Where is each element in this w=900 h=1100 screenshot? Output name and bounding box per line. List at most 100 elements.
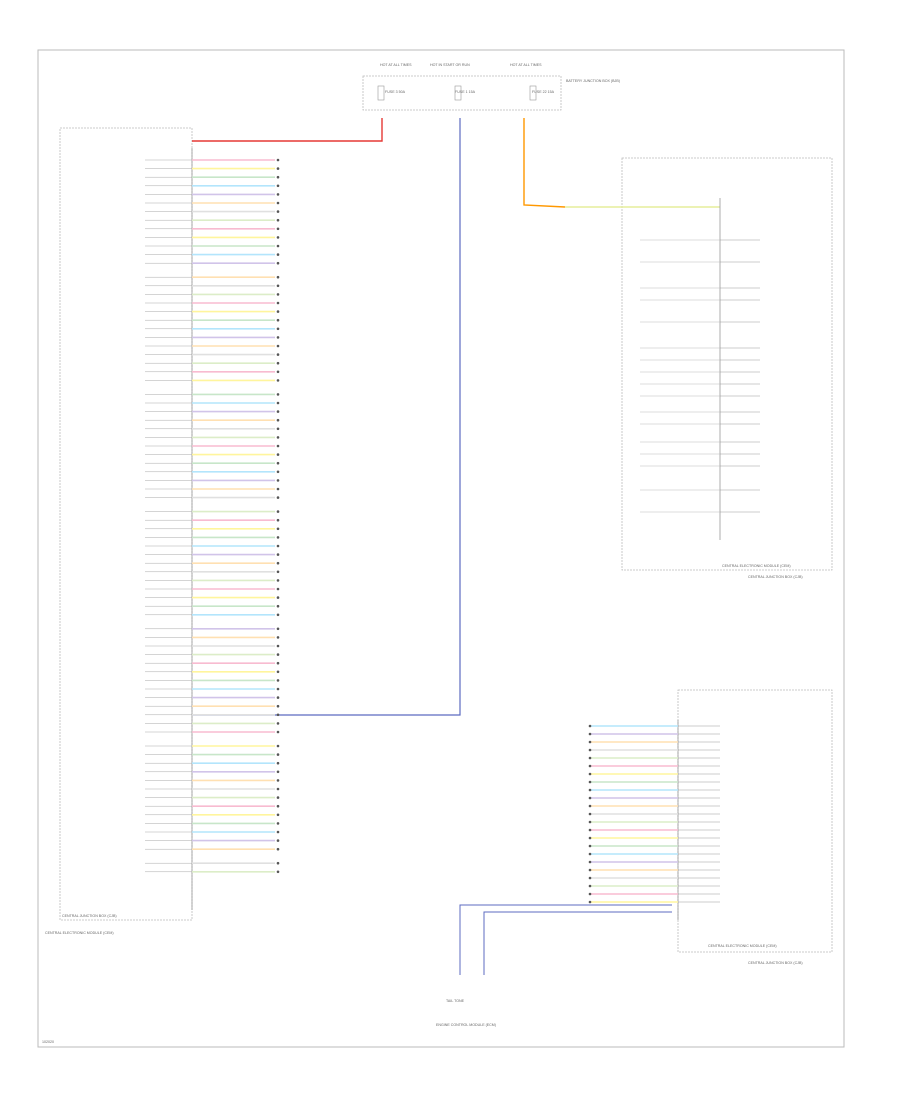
left-pin-terminal [276, 244, 280, 248]
left-pin-terminal [276, 870, 280, 874]
right-lower-terminal [588, 748, 592, 752]
right-lower-terminal [588, 764, 592, 768]
orange-feed-wire [523, 118, 566, 208]
left-pin-terminal [276, 158, 280, 162]
left-pin-terminal [276, 167, 280, 170]
left-pin-terminal [276, 653, 280, 656]
left-pin-terminal [276, 787, 280, 791]
right-lower-terminal [588, 740, 592, 744]
left-pin-terminal [276, 696, 280, 699]
right-lower-terminal [588, 884, 592, 888]
left-pin-terminal [276, 461, 280, 465]
blue-ignition-wire [192, 118, 461, 716]
left-wire-group [145, 158, 280, 874]
right-upper-title: CENTRAL ELECTRONIC MODULE (CEM) [722, 564, 791, 568]
right-lower-terminal [588, 900, 592, 904]
left-pin-terminal [276, 236, 280, 239]
fuse-1-label: FUSE 3 50A [385, 90, 406, 94]
left-pin-terminal [276, 401, 280, 405]
fuse-box-title: BATTERY JUNCTION BOX (BJB) [566, 79, 620, 83]
fuse-header-3: HOT AT ALL TIMES [510, 63, 542, 67]
right-lower-terminal [588, 844, 592, 848]
left-pin-terminal [276, 201, 280, 205]
left-pin-terminal [276, 479, 280, 482]
right-lower-title: CENTRAL ELECTRONIC MODULE (CEM) [708, 944, 777, 948]
left-pin-terminal [276, 370, 280, 374]
left-pin-terminal [276, 518, 280, 522]
right-lower-terminal [588, 756, 592, 760]
right-lower-terminal [588, 724, 592, 728]
right-upper-wire-group [640, 239, 760, 513]
left-pin-terminal [276, 293, 280, 296]
left-pin-terminal [276, 410, 280, 413]
right-lower-terminal [588, 796, 592, 800]
left-pin-terminal [276, 344, 280, 348]
left-pin-terminal [276, 184, 280, 188]
bottom-component-caption: ENGINE CONTROL MODULE (ECM) [436, 1023, 496, 1027]
left-pin-terminal [276, 570, 280, 574]
left-pin-terminal [276, 644, 280, 648]
blue-return-wire-1 [459, 904, 672, 975]
right-lower-terminal [588, 868, 592, 872]
right-lower-terminal [588, 732, 592, 736]
fuse-3-label: FUSE 22 15A [532, 90, 555, 94]
right-lower-terminal [588, 804, 592, 808]
left-pin-terminal [276, 193, 280, 196]
left-pin-terminal [276, 487, 280, 491]
bottom-component-title: TAIL TONE [446, 999, 465, 1003]
left-pin-terminal [276, 444, 280, 448]
left-pin-terminal [276, 813, 280, 817]
right-lower-terminal [588, 876, 592, 880]
left-pin-terminal [276, 361, 280, 365]
left-pin-terminal [276, 275, 280, 279]
right-lower-terminal [588, 892, 592, 896]
left-pin-terminal [276, 336, 280, 339]
right-lower-terminal [588, 780, 592, 784]
right-lower-terminal [588, 860, 592, 864]
left-pin-terminal [276, 636, 280, 639]
left-pin-terminal [276, 536, 280, 539]
left-pin-terminal [276, 604, 280, 608]
left-pin-terminal [276, 175, 280, 179]
left-pin-terminal [276, 627, 280, 631]
right-lower-module-box [677, 689, 833, 953]
left-pin-terminal [276, 227, 280, 231]
right-lower-wire-group [588, 724, 720, 904]
left-pin-terminal [276, 770, 280, 774]
left-pin-terminal [276, 796, 280, 799]
left-pin-terminal [276, 830, 280, 834]
left-module-title: CENTRAL JUNCTION BOX (CJB) [62, 914, 117, 918]
left-pin-terminal [276, 722, 280, 725]
left-pin-terminal [276, 839, 280, 842]
page-id: 102020 [42, 1040, 54, 1044]
left-pin-terminal [276, 510, 280, 513]
left-pin-terminal [276, 704, 280, 708]
page-frame [37, 49, 845, 1048]
left-pin-terminal [276, 613, 280, 617]
left-pin-terminal [276, 744, 280, 748]
left-pin-terminal [276, 661, 280, 665]
left-pin-terminal [276, 353, 280, 356]
left-pin-terminal [276, 301, 280, 305]
left-pin-terminal [276, 218, 280, 222]
left-pin-terminal [276, 418, 280, 422]
left-pin-terminal [276, 318, 280, 322]
left-pin-terminal [276, 730, 280, 734]
left-pin-terminal [276, 687, 280, 691]
left-pin-terminal [276, 679, 280, 682]
left-pin-terminal [276, 670, 280, 674]
left-pin-terminal [276, 393, 280, 396]
left-pin-terminal [276, 561, 280, 565]
left-pin-terminal [276, 713, 280, 717]
right-lower-terminal [588, 836, 592, 840]
right-lower-caption: CENTRAL JUNCTION BOX (CJB) [748, 961, 803, 965]
right-lower-terminal [588, 772, 592, 776]
fuse-box: HOT AT ALL TIMES HOT IN START OR RUN HOT… [362, 63, 620, 111]
left-module-box [59, 127, 193, 921]
left-pin-terminal [276, 553, 280, 556]
blue-return-wire-2 [483, 911, 672, 975]
left-pin-terminal [276, 753, 280, 756]
left-pin-terminal [276, 284, 280, 288]
right-upper-caption: CENTRAL JUNCTION BOX (CJB) [748, 575, 803, 579]
